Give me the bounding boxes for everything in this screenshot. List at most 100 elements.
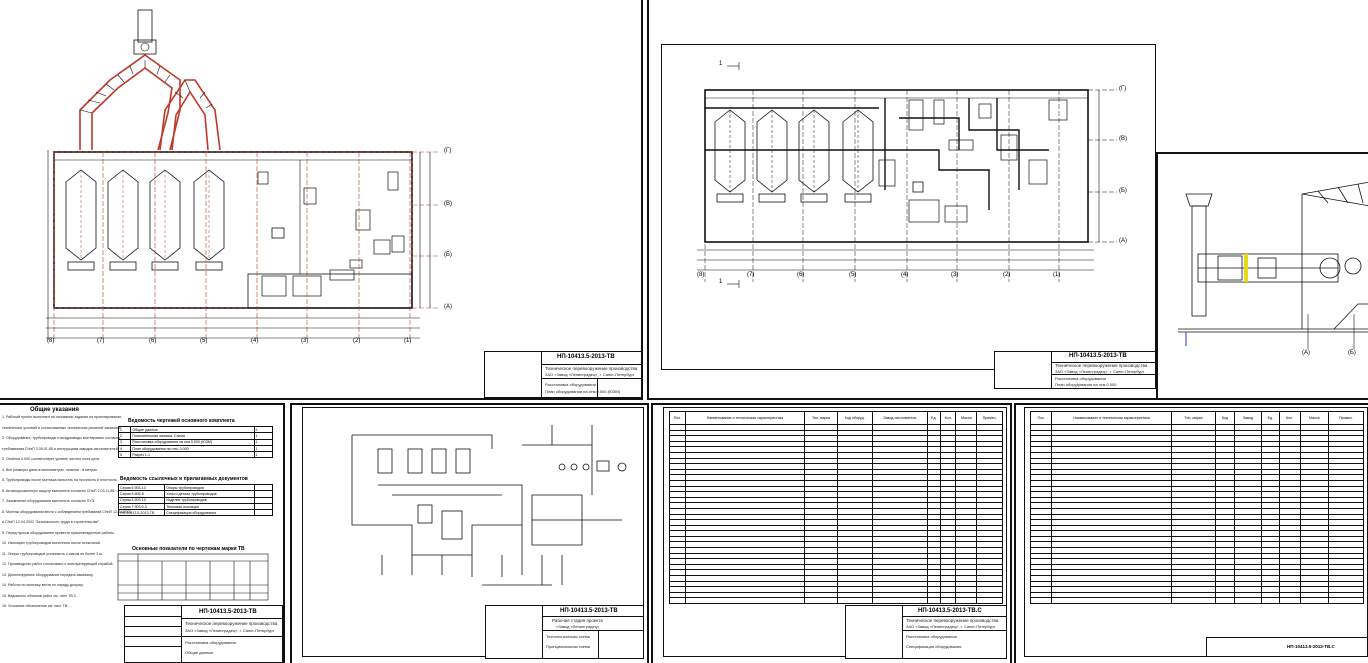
table-row bbox=[1029, 485, 1364, 493]
axis-label: (1) bbox=[404, 338, 412, 344]
table-cell bbox=[939, 435, 957, 442]
axis-label: (В) bbox=[444, 201, 452, 207]
table-row bbox=[669, 429, 1003, 437]
table-cell bbox=[1029, 485, 1053, 493]
project-location: ЗАО «Завод «Ленинградец», г. Санкт-Петер… bbox=[545, 372, 635, 377]
table-cell bbox=[1233, 496, 1263, 504]
table-cell bbox=[1051, 424, 1173, 431]
table-row bbox=[1029, 452, 1364, 459]
table-cell bbox=[1029, 429, 1053, 437]
table-cell bbox=[253, 496, 274, 504]
table-cell bbox=[684, 597, 806, 604]
axis-label: (1) bbox=[1053, 272, 1061, 278]
table-cell bbox=[836, 597, 873, 604]
table-cell: Серия 5.905-8 bbox=[117, 490, 166, 498]
sheet-spec-2: Поз.Наименование и техническая характери… bbox=[1014, 403, 1368, 663]
note-line: 3. Отметка 0.000 соответствует уровню чи… bbox=[2, 457, 100, 461]
table-row bbox=[1029, 446, 1364, 453]
table-row bbox=[1029, 463, 1364, 470]
table-cell bbox=[1328, 429, 1364, 437]
table-header-cell: Масса bbox=[955, 411, 978, 425]
table-cell bbox=[976, 468, 1003, 476]
table-row bbox=[1029, 569, 1364, 576]
note-line: 16. Условные обозначения см. лист ТВ. bbox=[2, 604, 69, 608]
table-cell bbox=[1233, 597, 1263, 604]
plan-left-drawing bbox=[46, 9, 440, 340]
table-row bbox=[669, 597, 1003, 604]
axis-label: (А) bbox=[444, 304, 452, 310]
table-cell bbox=[976, 479, 1003, 487]
indicators-table bbox=[117, 553, 269, 601]
sheet-name: Общие данные bbox=[185, 650, 214, 655]
axis-label: (Г) bbox=[444, 148, 452, 154]
axis-label: (А) bbox=[1302, 350, 1310, 356]
table-header-cell: Завод-изготовитель bbox=[871, 411, 928, 425]
drawing-code: НП-10413.5-2013-ТВ bbox=[560, 608, 618, 614]
table1-title: Ведомость чертежей основного комплекта bbox=[128, 418, 235, 424]
table-row bbox=[669, 563, 1003, 571]
table-row bbox=[1029, 435, 1364, 442]
table-cell bbox=[955, 502, 978, 509]
table-cell bbox=[1328, 468, 1364, 476]
note-line: технических условий и согласованных техн… bbox=[2, 425, 122, 430]
table-cell bbox=[939, 474, 957, 481]
table-cell bbox=[253, 502, 274, 511]
table-header-cell: Код оборуд. bbox=[836, 411, 873, 425]
axis-label: (3) bbox=[951, 272, 959, 278]
stage-name: Расстановка оборудования bbox=[1055, 376, 1106, 381]
table-cell: 2 bbox=[117, 432, 132, 440]
note-line: 7. Заземление оборудования выполнить сог… bbox=[2, 499, 96, 503]
table-cell bbox=[804, 496, 838, 504]
table-header-cell: Примеч. bbox=[976, 411, 1003, 425]
note-line: 13. Демонтируемое оборудование передать … bbox=[2, 572, 94, 577]
table-cell bbox=[955, 452, 978, 459]
table-cell bbox=[1233, 485, 1263, 493]
table-cell bbox=[955, 479, 978, 487]
table-cell bbox=[1233, 491, 1263, 498]
table-cell bbox=[939, 446, 957, 453]
project-location: ЗАО «Завод «Ленинградец», г. Санкт-Петер… bbox=[906, 624, 996, 629]
table-cell bbox=[1299, 502, 1330, 509]
table-cell bbox=[976, 463, 1003, 470]
table-cell bbox=[871, 440, 928, 448]
table-cell bbox=[1233, 463, 1263, 470]
table-cell bbox=[1233, 468, 1263, 476]
table-cell bbox=[1214, 597, 1235, 604]
table-cell bbox=[939, 463, 957, 470]
table-row bbox=[669, 435, 1003, 442]
axis-label: (В) bbox=[1119, 136, 1127, 142]
table-cell bbox=[955, 463, 978, 470]
table-cell bbox=[955, 440, 978, 448]
table-cell bbox=[1233, 435, 1263, 442]
table-row bbox=[669, 424, 1003, 431]
table-row bbox=[669, 452, 1003, 459]
materials-spec-table: Поз.Наименование и техническая характери… bbox=[1029, 411, 1364, 604]
table-header-cell: Тип, марка bbox=[804, 411, 838, 425]
table-cell bbox=[804, 452, 838, 459]
table-header-cell: Примеч. bbox=[1328, 411, 1364, 425]
table-cell bbox=[1299, 597, 1330, 604]
note-line: 14. Работы по монтажу вести по наряду-до… bbox=[2, 583, 84, 587]
table-cell: Серия 5.903-13 bbox=[117, 483, 166, 492]
table-row bbox=[1029, 457, 1364, 465]
axis-label: (2) bbox=[353, 338, 361, 344]
table-cell bbox=[976, 485, 1003, 493]
note-line: 10. Изоляцию трубопроводов выполнить пос… bbox=[2, 541, 101, 545]
table-row bbox=[1029, 491, 1364, 498]
sheet-spec-1: Поз.Наименование и техническая характери… bbox=[651, 403, 1012, 663]
table-cell bbox=[955, 485, 978, 493]
axis-label: (8) bbox=[47, 338, 55, 344]
table-cell bbox=[1029, 452, 1053, 459]
table-cell bbox=[871, 457, 928, 465]
table-row bbox=[669, 496, 1003, 504]
section-mark-top: 1 bbox=[719, 61, 723, 67]
axis-label: (7) bbox=[747, 272, 755, 278]
note-line: 2. Оборудование, трубопроводы и воздухов… bbox=[2, 436, 121, 440]
table-cell bbox=[804, 457, 838, 465]
table-cell bbox=[1233, 424, 1263, 431]
table-cell: 1 bbox=[253, 444, 274, 453]
note-line: 15. Ведомость объемов работ см. лист ТВ.… bbox=[2, 593, 78, 598]
table-cell bbox=[939, 496, 957, 504]
